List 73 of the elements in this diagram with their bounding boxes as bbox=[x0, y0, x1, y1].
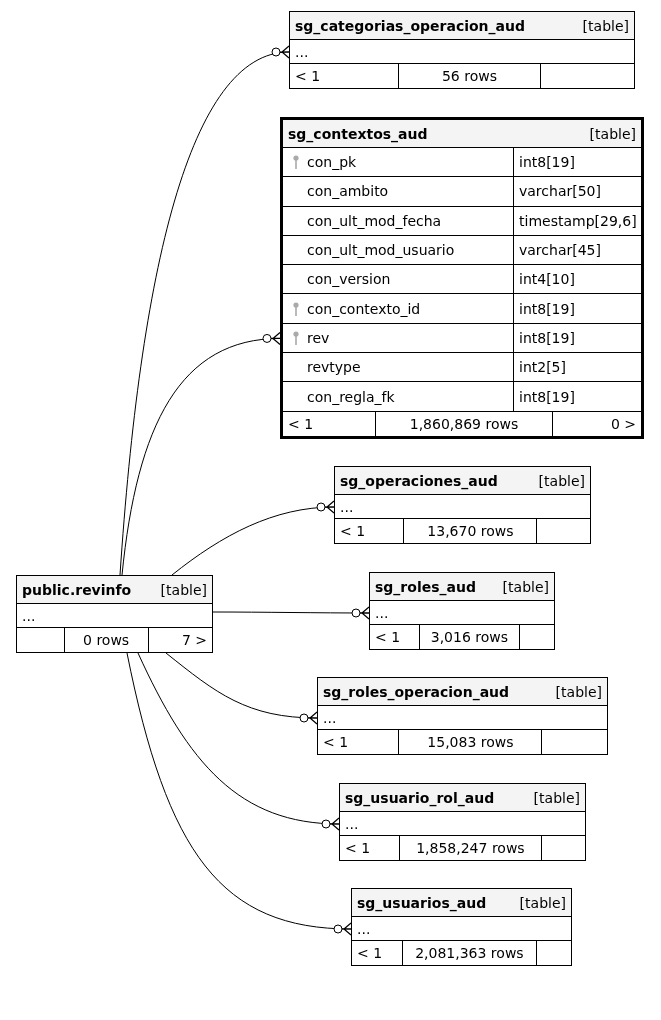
table-type-label: [table] bbox=[533, 790, 580, 805]
table-box bbox=[317, 677, 608, 755]
table-name: sg_usuario_rol_aud bbox=[345, 790, 495, 805]
column-name: con_ult_mod_fecha bbox=[307, 213, 442, 228]
column-type: int8[19] bbox=[519, 301, 575, 316]
ellipsis-text: ... bbox=[340, 499, 354, 514]
ellipsis-text: ... bbox=[323, 710, 337, 725]
table-type-label: [table] bbox=[538, 473, 585, 488]
ellipsis-text: ... bbox=[295, 44, 309, 59]
table-name: sg_categorias_operacion_aud bbox=[295, 18, 525, 33]
table-type-label: [table] bbox=[555, 684, 602, 699]
table-type-label: [table] bbox=[582, 18, 629, 33]
column-name: con_pk bbox=[307, 155, 357, 170]
table-box bbox=[369, 572, 555, 650]
column-name: con_ambito bbox=[307, 184, 389, 199]
page-nav-text: < 1 bbox=[323, 735, 349, 749]
table-name: public.revinfo bbox=[22, 582, 132, 597]
column-type: varchar[50] bbox=[519, 184, 601, 199]
table-name: sg_roles_aud bbox=[375, 579, 476, 594]
column-name: con_regla_fk bbox=[307, 389, 395, 404]
column-type: int4[10] bbox=[519, 272, 575, 287]
table-name: sg_contextos_aud bbox=[288, 126, 428, 141]
relationship-connector bbox=[121, 331, 282, 576]
table-name: sg_usuarios_aud bbox=[357, 895, 487, 910]
table-name: sg_roles_operacion_aud bbox=[323, 684, 510, 699]
relationship-connector bbox=[165, 652, 318, 725]
page-nav-text: < 1 bbox=[345, 841, 371, 855]
page-nav-text: < 1 bbox=[375, 630, 401, 644]
ellipsis-text: ... bbox=[22, 608, 36, 623]
table-type-label: [table] bbox=[502, 579, 549, 594]
table-box bbox=[16, 575, 213, 653]
table-box bbox=[280, 117, 644, 439]
relationship-connector bbox=[137, 652, 340, 831]
table-name: sg_operaciones_aud bbox=[340, 473, 498, 488]
row-count: 2,081,363 rows bbox=[415, 946, 524, 960]
column-type: int8[19] bbox=[519, 389, 575, 404]
page-nav-text: < 1 bbox=[340, 524, 366, 538]
column-type: timestamp[29,6] bbox=[519, 213, 637, 228]
column-name: con_ult_mod_usuario bbox=[307, 243, 455, 258]
page-nav-text: < 1 bbox=[288, 416, 314, 431]
column-type: varchar[45] bbox=[519, 243, 601, 258]
table-type-label: [table] bbox=[519, 895, 566, 910]
ellipsis-text: ... bbox=[357, 921, 371, 936]
column-type: int8[19] bbox=[519, 155, 575, 170]
page-nav-text: 0 > bbox=[610, 416, 636, 431]
table-type-label: [table] bbox=[160, 582, 207, 597]
table-box bbox=[334, 466, 591, 544]
table-box bbox=[339, 783, 586, 861]
row-count: 0 rows bbox=[83, 633, 130, 647]
row-count: 15,083 rows bbox=[427, 735, 514, 749]
ellipsis-text: ... bbox=[345, 816, 359, 831]
column-name: con_version bbox=[307, 272, 391, 287]
column-name: revtype bbox=[307, 360, 361, 375]
row-count: 56 rows bbox=[441, 69, 497, 83]
table-box bbox=[351, 888, 572, 966]
relationship-connector bbox=[126, 652, 352, 936]
row-count: 1,858,247 rows bbox=[416, 841, 525, 855]
row-count: 13,670 rows bbox=[427, 524, 514, 538]
row-count: 1,860,869 rows bbox=[409, 416, 519, 431]
table-type-label: [table] bbox=[589, 126, 636, 141]
relationship-connector bbox=[119, 45, 291, 576]
relationship-connector bbox=[212, 606, 370, 620]
table-box bbox=[289, 11, 635, 89]
column-type: int2[5] bbox=[519, 360, 566, 375]
column-type: int8[19] bbox=[519, 330, 575, 345]
page-nav-text: < 1 bbox=[295, 69, 321, 83]
page-nav-text: < 1 bbox=[357, 946, 383, 960]
column-name: con_contexto_id bbox=[307, 301, 421, 316]
row-count: 3,016 rows bbox=[430, 630, 509, 644]
relationship-connector bbox=[171, 500, 335, 576]
page-nav-text: 7 > bbox=[181, 633, 207, 647]
ellipsis-text: ... bbox=[375, 605, 389, 620]
column-name: rev bbox=[307, 330, 330, 345]
